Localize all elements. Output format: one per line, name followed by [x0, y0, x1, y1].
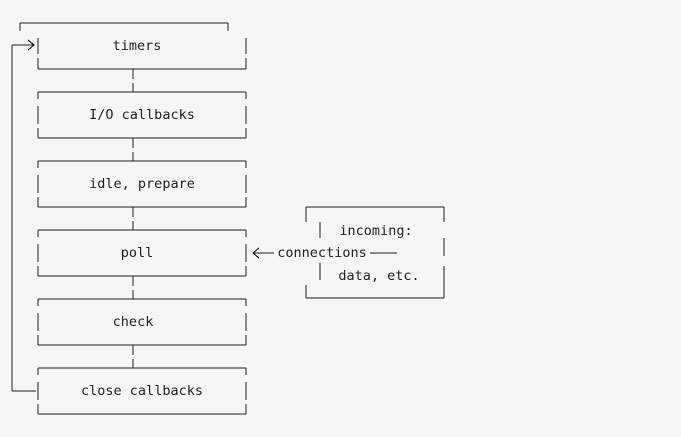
- incoming-data-label: data, etc.: [338, 268, 420, 284]
- loop-arrow-icon: [18, 39, 35, 51]
- phase-box-check: [37, 298, 247, 346]
- phase-label-io-callbacks: I/O callbacks: [89, 107, 195, 123]
- loop-back-line: [11, 44, 36, 392]
- phase-label-check: check: [112, 314, 154, 330]
- phase-box-idle-prepare: [37, 160, 247, 208]
- connections-label: connections: [277, 245, 367, 261]
- connections-arrow-icon: [252, 247, 397, 259]
- phase-box-poll: [37, 229, 247, 277]
- phase-label-timers: timers: [112, 38, 162, 54]
- phase-box-io-callbacks: [37, 91, 247, 139]
- phase-label-poll: poll: [120, 245, 154, 261]
- incoming-label: incoming:: [339, 223, 413, 239]
- phase-box-close-callbacks: [37, 367, 247, 415]
- incoming-box: [305, 206, 445, 299]
- phase-label-idle-prepare: idle, prepare: [89, 176, 195, 192]
- phase-box-timers: [19, 22, 247, 70]
- phase-label-close-callbacks: close callbacks: [81, 383, 203, 399]
